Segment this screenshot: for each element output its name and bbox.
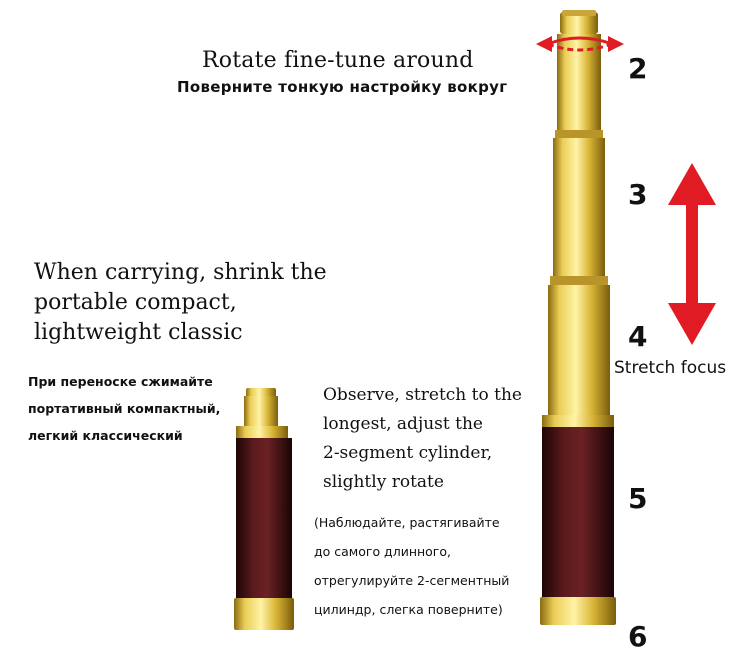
tube-segment-2 — [553, 138, 605, 278]
carrying-line-1: When carrying, shrink the — [34, 260, 327, 285]
observe-ru-line-2: до самого длинного, — [314, 544, 451, 559]
carrying-line-3: lightweight classic — [34, 320, 243, 345]
step-number-4: 4 — [628, 320, 648, 353]
step-number-5: 5 — [628, 482, 648, 515]
carrying-caption-en: When carrying, shrink the portable compa… — [34, 258, 327, 348]
step-number-6: 6 — [628, 620, 648, 653]
observe-caption-en: Observe, stretch to the longest, adjust … — [323, 381, 522, 497]
eyepiece-cap — [560, 12, 598, 34]
observe-line-3: 2-segment cylinder, — [323, 443, 493, 463]
observe-line-1: Observe, stretch to the — [323, 385, 522, 405]
objective-ring — [540, 597, 616, 625]
tube-segment-3 — [548, 285, 610, 415]
observe-caption-ru: (Наблюдайте, растягивайте до самого длин… — [314, 508, 509, 624]
carrying-ru-line-3: легкий классический — [28, 428, 183, 443]
carrying-caption-ru: При переноске сжимайте портативный компа… — [28, 368, 220, 449]
stretch-focus-label: Stretch focus — [614, 358, 727, 378]
leather-body — [542, 427, 614, 597]
observe-ru-line-1: (Наблюдайте, растягивайте — [314, 515, 500, 530]
step-number-3: 3 — [628, 178, 648, 211]
carrying-ru-line-2: портативный компактный, — [28, 401, 221, 416]
observe-ru-line-4: цилиндр, слегка поверните) — [314, 602, 503, 617]
observe-ru-line-3: отрегулируйте 2-сегментный — [314, 573, 510, 588]
rotate-caption-en: Rotate fine-tune around — [202, 48, 474, 73]
stretch-arrow-icon — [668, 163, 716, 345]
compact-telescope — [234, 388, 294, 630]
compact-leather-body — [236, 438, 292, 598]
extended-telescope — [540, 10, 616, 625]
compact-objective-ring — [234, 598, 294, 630]
observe-line-4: slightly rotate — [323, 472, 444, 492]
carrying-ru-line-1: При переноске сжимайте — [28, 374, 213, 389]
rotate-caption-ru: Поверните тонкую настройку вокруг — [177, 78, 508, 96]
rotate-arrow-icon — [536, 36, 624, 52]
observe-line-2: longest, adjust the — [323, 414, 483, 434]
carrying-line-2: portable compact, — [34, 290, 237, 315]
step-number-2: 2 — [628, 52, 648, 85]
